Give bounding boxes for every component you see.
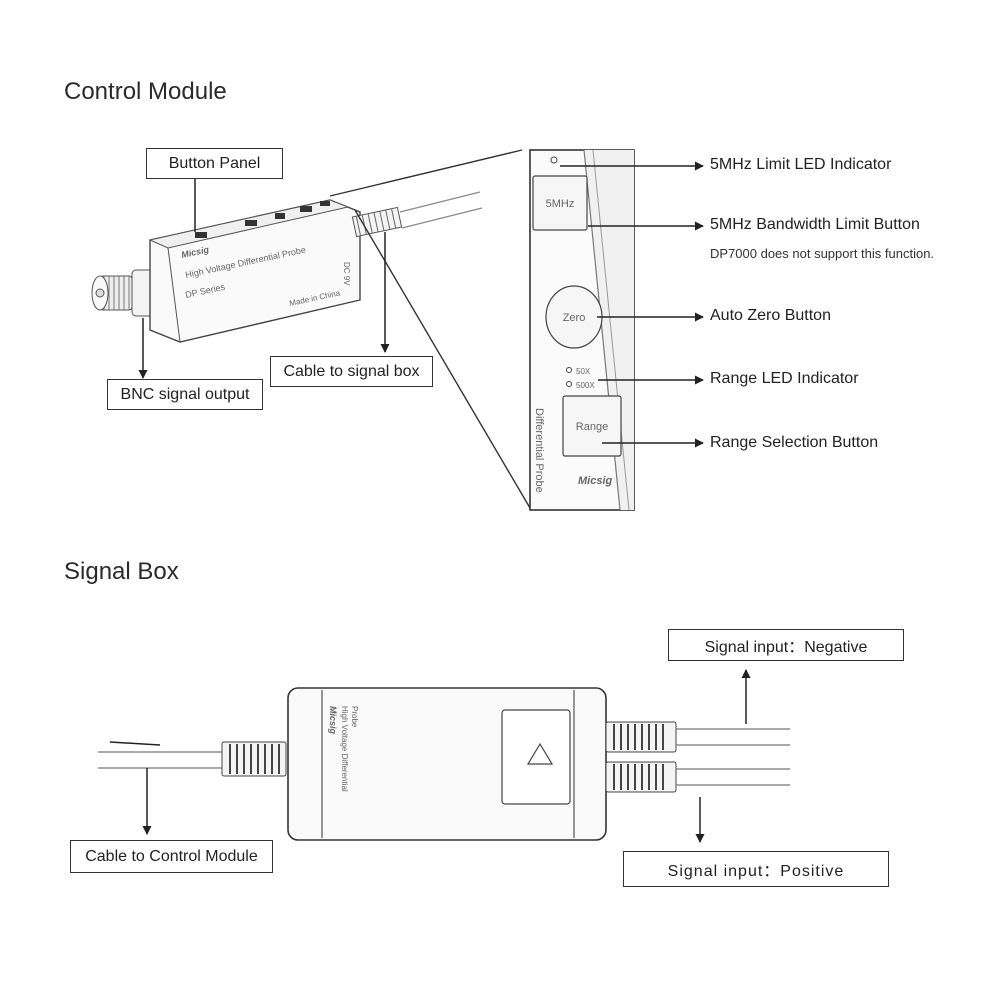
signal-input-positive-label: Signal input：Positive [623,851,889,887]
panel-btn-zero: Zero [563,312,586,324]
cable-to-control-module-label: Cable to Control Module [70,840,273,873]
bnc-connector [91,269,157,317]
panel-brand: Micsig [578,475,613,487]
control-module-title: Control Module [64,78,227,105]
callout-5mhz-led: 5MHz Limit LED Indicator [710,156,892,173]
button-panel-label: Button Panel [146,148,283,179]
signal-box-connectors [605,721,790,793]
panel-led-50x: 50X [576,367,591,376]
cm-side-text: DC 9V [342,262,351,286]
sb-name2: Probe [350,706,359,728]
zoomed-panel [529,149,635,511]
sb-brand: Micsig [328,706,338,735]
control-module-body [148,199,361,343]
callout-5mhz-button: 5MHz Bandwidth Limit Button [710,216,920,233]
callout-5mhz-note: DP7000 does not support this function. [710,246,935,261]
signal-box-body [287,687,607,841]
callout-range-button: Range Selection Button [710,434,879,451]
cable-to-signal-box-label: Cable to signal box [270,356,433,387]
bnc-signal-output-label: BNC signal output [107,379,263,410]
panel-side-text: Differential Probe [533,408,545,493]
signal-input-negative-label: Signal input：Negative [668,629,904,661]
signal-box-cable-left [98,741,287,777]
control-cable [351,191,483,238]
sb-name: High Voltage Differential [340,706,349,792]
callout-range-led: Range LED Indicator [710,370,859,387]
callout-auto-zero: Auto Zero Button [710,307,831,324]
signal-box-title: Signal Box [64,558,179,585]
panel-btn-5mhz: 5MHz [546,198,575,210]
panel-led-500x: 500X [576,381,595,390]
panel-btn-range: Range [576,421,608,433]
